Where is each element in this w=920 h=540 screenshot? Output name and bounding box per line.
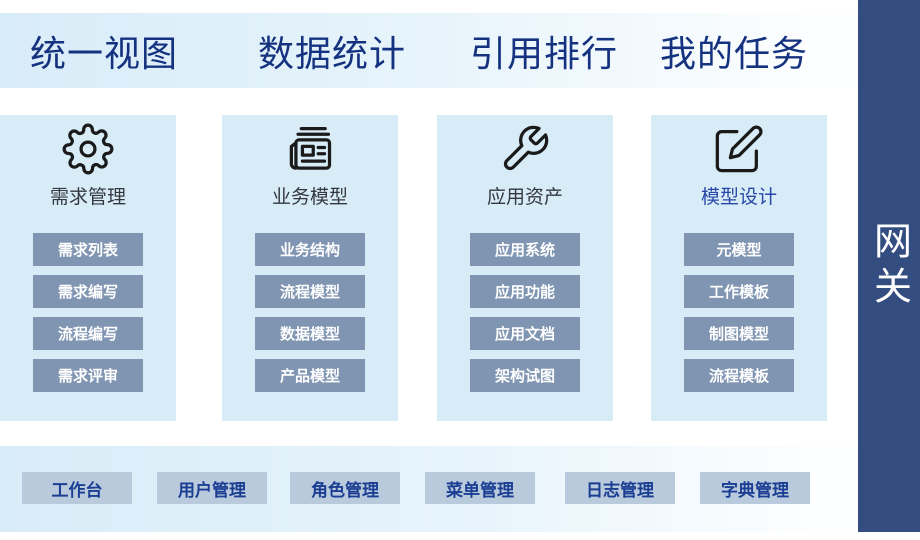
top-tab-bar: 统一视图 数据统计 引用排行 我的任务 — [0, 13, 858, 88]
gateway-sidebar[interactable]: 网关 — [858, 0, 920, 532]
btn-architecture-view[interactable]: 架构试图 — [470, 359, 580, 392]
card-title-application-assets: 应用资产 — [486, 187, 563, 208]
tab-my-tasks[interactable]: 我的任务 — [660, 32, 809, 74]
nav-log-management-button[interactable]: 日志管理 — [565, 472, 675, 504]
nav-menu-management-button[interactable]: 菜单管理 — [425, 472, 535, 504]
card-title-model-design: 模型设计 — [700, 187, 777, 208]
gear-icon — [62, 123, 114, 175]
card-title-business-model: 业务模型 — [271, 187, 348, 208]
tab-citation-ranking[interactable]: 引用排行 — [470, 32, 619, 74]
gateway-label: 网关 — [867, 221, 910, 311]
btn-requirement-list[interactable]: 需求列表 — [33, 233, 143, 266]
wrench-icon — [499, 123, 551, 175]
btn-requirement-editing[interactable]: 需求编写 — [33, 275, 143, 308]
btn-diagram-model[interactable]: 制图模型 — [684, 317, 794, 350]
tab-unified-view[interactable]: 统一视图 — [30, 32, 179, 74]
btn-process-model[interactable]: 流程模型 — [255, 275, 365, 308]
btn-data-model[interactable]: 数据模型 — [255, 317, 365, 350]
nav-dictionary-management-button[interactable]: 字典管理 — [700, 472, 810, 504]
card-requirement-management: 需求管理 需求列表 需求编写 流程编写 需求评审 — [0, 115, 176, 421]
nav-role-management-button[interactable]: 角色管理 — [290, 472, 400, 504]
btn-product-model[interactable]: 产品模型 — [255, 359, 365, 392]
btn-process-template[interactable]: 流程模板 — [684, 359, 794, 392]
btn-work-template[interactable]: 工作模板 — [684, 275, 794, 308]
card-title-requirement-management: 需求管理 — [49, 187, 126, 208]
nav-user-management-button[interactable]: 用户管理 — [157, 472, 267, 504]
btn-business-structure[interactable]: 业务结构 — [255, 233, 365, 266]
nav-workbench-button[interactable]: 工作台 — [22, 472, 132, 504]
btn-application-system[interactable]: 应用系统 — [470, 233, 580, 266]
btn-application-function[interactable]: 应用功能 — [470, 275, 580, 308]
edit-icon — [713, 123, 765, 175]
btn-meta-model[interactable]: 元模型 — [684, 233, 794, 266]
card-business-model: 业务模型 业务结构 流程模型 数据模型 产品模型 — [222, 115, 398, 421]
card-application-assets: 应用资产 应用系统 应用功能 应用文档 架构试图 — [437, 115, 613, 421]
tab-data-statistics[interactable]: 数据统计 — [258, 32, 407, 74]
btn-application-document[interactable]: 应用文档 — [470, 317, 580, 350]
btn-process-editing[interactable]: 流程编写 — [33, 317, 143, 350]
card-model-design: 模型设计 元模型 工作模板 制图模型 流程模板 — [651, 115, 827, 421]
btn-requirement-review[interactable]: 需求评审 — [33, 359, 143, 392]
bottom-nav-bar: 工作台 用户管理 角色管理 菜单管理 日志管理 字典管理 — [0, 446, 858, 532]
newspaper-icon — [284, 123, 336, 175]
